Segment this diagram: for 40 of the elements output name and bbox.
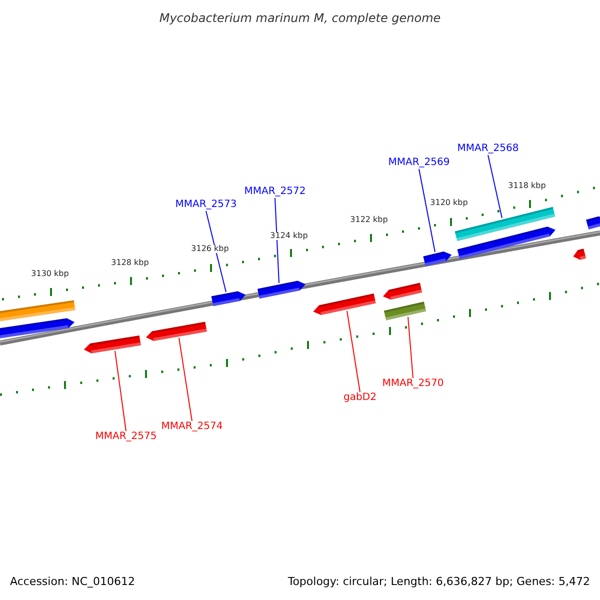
gene-feature (0, 318, 75, 339)
genome-summary: Topology: circular; Length: 6,636,827 bp; Genes: 5,472 (288, 576, 590, 587)
leader-line (274, 198, 280, 284)
gene-feature (84, 335, 141, 354)
gene-label: MMAR_2572 (244, 187, 306, 197)
gene-feature (313, 294, 376, 316)
gene-feature (457, 226, 556, 260)
gene-label: gabD2 (344, 393, 376, 403)
leader-line (346, 310, 360, 392)
leader-line (408, 316, 414, 378)
gene-feature (586, 216, 600, 230)
gene-block (384, 302, 426, 320)
gene-label: MMAR_2568 (457, 144, 519, 154)
gene-feature (573, 248, 586, 260)
scale-label: 3124 kbp (269, 232, 309, 240)
gene-label: MMAR_2569 (388, 158, 450, 168)
leader-line (488, 154, 502, 218)
gene-feature (257, 280, 306, 299)
leader-line (178, 338, 192, 422)
scale-label: 3122 kbp (349, 216, 389, 224)
gene-feature (146, 322, 207, 342)
leader-line (206, 210, 226, 292)
leader-line (418, 168, 436, 252)
gene-feature (382, 282, 422, 300)
accession-text: Accession: NC_010612 (10, 576, 136, 587)
scale-label: 3118 kbp (507, 182, 547, 190)
scale-label: 3130 kbp (30, 270, 70, 278)
gene-block (454, 206, 556, 242)
leader-line (114, 350, 126, 432)
gene-feature (211, 291, 246, 306)
title: Mycobacterium marinum M, complete genome (159, 12, 441, 24)
scale-label: 3126 kbp (190, 245, 230, 253)
scale-label: 3128 kbp (110, 259, 150, 267)
gene-label: MMAR_2573 (175, 200, 237, 210)
gene-feature (423, 252, 452, 266)
gene-label: MMAR_2570 (382, 379, 444, 389)
scale-label: 3120 kbp (429, 199, 469, 207)
gene-label: MMAR_2575 (95, 432, 157, 442)
gene-label: MMAR_2574 (161, 422, 223, 432)
gene-block (0, 300, 76, 322)
